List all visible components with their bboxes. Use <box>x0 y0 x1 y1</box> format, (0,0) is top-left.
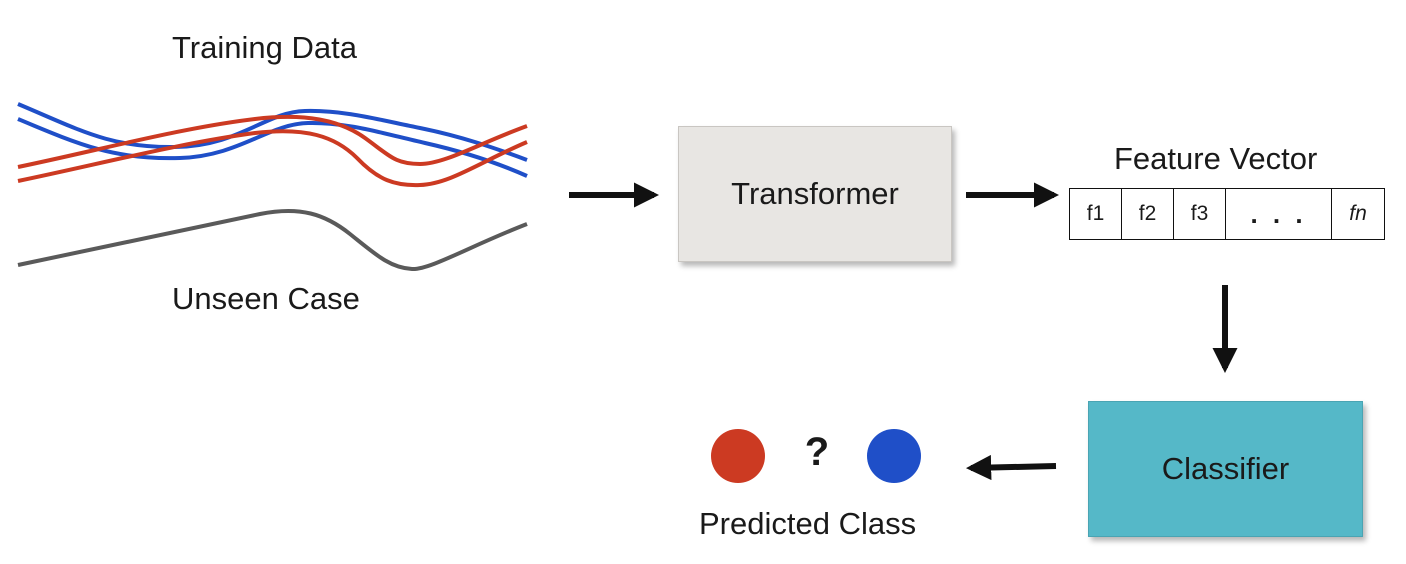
training-curve-red-2 <box>17 129 528 188</box>
classifier-box: Classifier <box>1088 401 1363 537</box>
feature-cell: f2 <box>1122 189 1174 239</box>
classifier-label: Classifier <box>1161 451 1290 486</box>
feature-cell-last: fn <box>1349 202 1367 225</box>
feature-cell-ellipsis: . . . <box>1226 189 1332 239</box>
red-class-dot <box>711 429 765 483</box>
feature-vector-label: Feature Vector <box>1114 141 1318 176</box>
training-curve-blue-1 <box>17 102 528 162</box>
predicted-class-label: Predicted Class <box>699 506 917 541</box>
transformer-box: Transformer <box>678 126 952 262</box>
training-data-label: Training Data <box>172 30 357 65</box>
feature-cell: f3 <box>1174 189 1226 239</box>
unseen-curve <box>17 209 528 272</box>
blue-class-dot <box>867 429 921 483</box>
transformer-label: Transformer <box>731 176 899 211</box>
training-curve-red-1 <box>17 114 528 169</box>
feature-cell: f1 <box>1070 189 1122 239</box>
unseen-case-label: Unseen Case <box>172 281 360 316</box>
arrow-to-predicted-class <box>965 454 1057 481</box>
feature-vector: f1 f2 f3 . . . fn <box>1069 188 1385 240</box>
question-mark: ? <box>804 430 830 474</box>
training-curve-blue-2 <box>17 117 528 178</box>
